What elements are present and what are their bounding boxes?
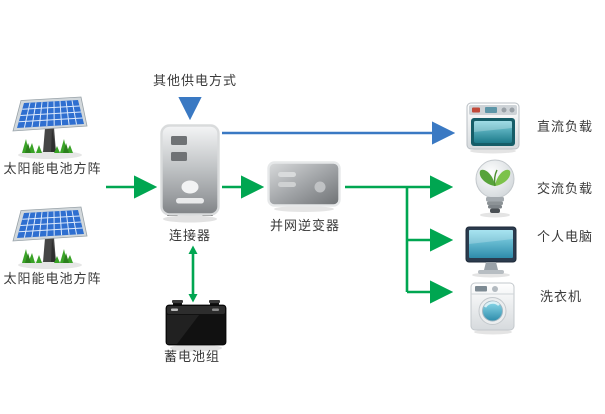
server-tower-icon bbox=[160, 124, 220, 224]
ac-load-label: 交流负载 bbox=[537, 182, 594, 197]
battery-label: 蓄电池组 bbox=[163, 350, 220, 365]
solar-panel-icon bbox=[8, 205, 93, 277]
solar-panel-icon bbox=[8, 95, 93, 167]
oven-icon bbox=[465, 101, 521, 155]
solar-array-top-label: 太阳能电池方阵 bbox=[3, 162, 102, 177]
edge-connector-battery-bidirectional bbox=[188, 245, 198, 303]
pc-label: 个人电脑 bbox=[537, 230, 594, 245]
inverter-box-icon bbox=[267, 161, 341, 213]
monitor-icon bbox=[465, 226, 517, 278]
washer-label: 洗衣机 bbox=[540, 290, 583, 305]
connector-label: 连接器 bbox=[168, 229, 211, 244]
solar-array-bottom-label: 太阳能电池方阵 bbox=[3, 272, 102, 287]
lightbulb-icon bbox=[471, 159, 519, 219]
battery-icon bbox=[165, 299, 227, 353]
other-power-label: 其他供电方式 bbox=[152, 74, 237, 89]
dc-load-label: 直流负载 bbox=[537, 120, 594, 135]
inverter-label: 并网逆变器 bbox=[269, 219, 340, 234]
washing-machine-icon bbox=[469, 281, 517, 335]
